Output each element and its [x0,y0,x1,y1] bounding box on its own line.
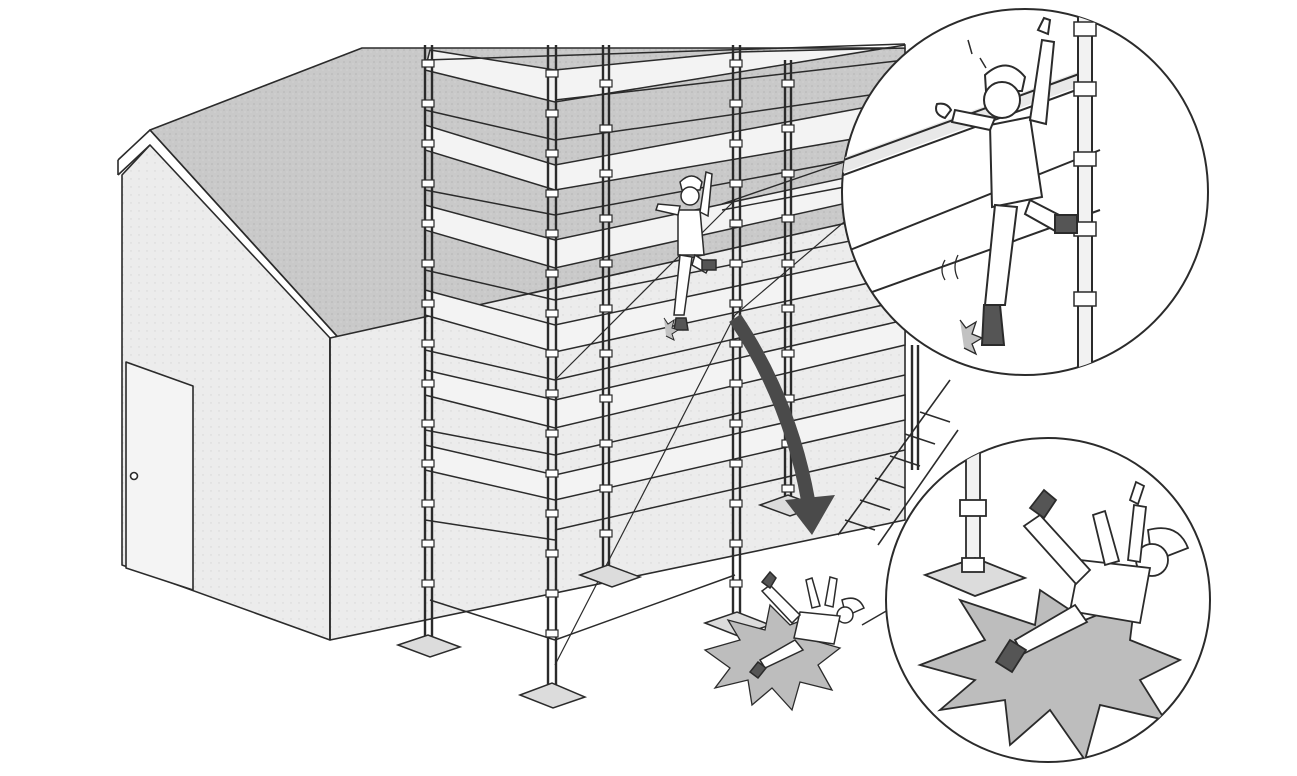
coupler-clamp [545,149,559,158]
coupler-clamp [729,179,743,188]
coupler-clamp [781,484,795,493]
coupler-clamp [599,484,613,493]
coupler-clamp [421,59,435,68]
coupler-clamp [599,394,613,403]
coupler-clamp [729,259,743,268]
stair-tower [837,379,959,546]
coupler-clamp [545,309,559,318]
coupler-clamp [781,214,795,223]
coupler-clamp [545,429,559,438]
house-door [125,361,194,591]
coupler-clamp [545,109,559,118]
coupler-clamp [599,349,613,358]
coupler-clamp [781,79,795,88]
coupler-clamp [729,539,743,548]
coupler-clamp [545,349,559,358]
house [117,47,906,641]
coupler-clamp [545,229,559,238]
coupler-clamp [781,259,795,268]
coupler-clamp [545,269,559,278]
coupler-clamp [729,59,743,68]
coupler-clamp [781,304,795,313]
coupler-clamp [729,219,743,228]
coupler-clamp [781,349,795,358]
coupler-clamp [781,124,795,133]
coupler-clamp [421,179,435,188]
worker-climbing [655,171,717,341]
coupler-clamp [599,529,613,538]
coupler-clamp [421,219,435,228]
coupler-clamp [545,549,559,558]
coupler-clamp [421,499,435,508]
coupler-clamp [729,339,743,348]
coupler-clamp [421,139,435,148]
coupler-clamp [421,339,435,348]
coupler-clamp [599,169,613,178]
coupler-clamp [545,69,559,78]
detail-circle-climbing [841,8,1209,376]
coupler-clamp [421,579,435,588]
coupler-clamp [421,259,435,268]
coupler-clamp [729,499,743,508]
coupler-clamp [729,99,743,108]
coupler-clamp [545,629,559,638]
coupler-clamp [545,389,559,398]
coupler-clamp [729,379,743,388]
coupler-clamp [729,459,743,468]
coupler-clamp [599,124,613,133]
coupler-clamp [545,509,559,518]
coupler-clamp [729,139,743,148]
coupler-clamp [729,419,743,428]
worker-fallen [748,570,865,680]
helmet-icon [679,175,703,191]
coupler-clamp [599,214,613,223]
fall-arrow [729,314,835,535]
coupler-clamp [781,169,795,178]
coupler-clamp [421,99,435,108]
coupler-clamp [599,79,613,88]
detail-circle-impact [885,437,1211,763]
coupler-clamp [599,259,613,268]
door-knob [129,471,139,481]
coupler-clamp [421,459,435,468]
coupler-clamp [421,539,435,548]
coupler-clamp [421,379,435,388]
coupler-clamp [545,469,559,478]
coupler-clamp [599,304,613,313]
coupler-clamp [599,439,613,448]
coupler-clamp [729,579,743,588]
coupler-clamp [729,299,743,308]
callout-connectors [721,159,889,626]
coupler-clamp [545,189,559,198]
coupler-clamp [421,299,435,308]
coupler-clamp [421,419,435,428]
coupler-clamp [545,589,559,598]
scaffold [395,43,920,709]
